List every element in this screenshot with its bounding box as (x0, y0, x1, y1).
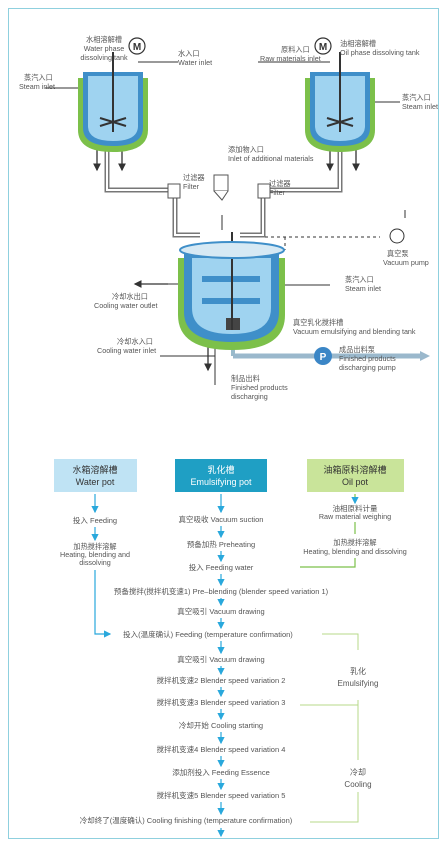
emulsify-pot-en: Emulsifying pot (190, 477, 252, 487)
water-pot-en: Water pot (76, 477, 115, 487)
oil-tank-cn: 油相溶解槽 (340, 39, 376, 48)
center-step-1: 预备加热 Preheating (187, 539, 255, 549)
filter-right-en: Filter (269, 188, 286, 197)
header-boxes (54, 459, 404, 492)
additional-cn: 添加物入口 (228, 145, 264, 154)
water-tank-cn: 水相溶解槽 (86, 35, 122, 44)
center-step-12: 搅拌机变速5 Blender speed variation 5 (157, 790, 286, 800)
cooling-en: Cooling (344, 780, 371, 789)
steam-mid-en: Steam inlet (345, 284, 381, 293)
steam-right-en: Steam inlet (402, 102, 438, 111)
raw-inlet-en: Raw materials inlet (260, 54, 321, 63)
cooling-out-en: Cooling water outlet (94, 301, 158, 310)
discharge-en2: discharging (231, 392, 268, 401)
motor-label-right: M (319, 42, 327, 53)
steam-mid-cn: 蒸汽入口 (345, 275, 374, 284)
cooling-in-en: Cooling water inlet (97, 346, 156, 355)
center-step-0: 真空吸收 Vacuum suction (179, 514, 264, 524)
discharge-en1: Finished products (231, 383, 288, 392)
vacuum-pump-en: Vacuum pump (383, 258, 429, 267)
vacuum-tank-cn: 真空乳化搅拌槽 (293, 318, 343, 327)
oil-pot-en: Oil pot (342, 477, 369, 487)
right-step-2: 加热搅拌溶解 (333, 538, 376, 547)
left-step-2: Heating, blending and (60, 550, 130, 559)
steam-right-cn: 蒸汽入口 (402, 93, 431, 102)
center-step-5: 投入(温度确认) Feeding (temperature confirmati… (123, 629, 293, 639)
left-step-0: 投入 Feeding (73, 515, 117, 525)
left-step-1: 加热搅拌溶解 (73, 542, 116, 551)
oil-pot-box (307, 459, 404, 492)
center-step-2: 投入 Feeding water (189, 562, 254, 572)
oil-pot-cn: 油箱原料溶解槽 (323, 464, 386, 475)
pump-label: P (320, 352, 327, 363)
filter-left-cn: 过滤器 (183, 173, 205, 182)
center-step-11: 添加剂投入 Feeding Essence (172, 767, 270, 777)
vacuum-tank-en: Vacuum emulsifying and blending tank (293, 327, 416, 336)
cooling-out-cn: 冷却水出口 (112, 292, 148, 301)
left-flow-arrows (91, 494, 112, 638)
pump-icon (314, 347, 332, 365)
cooling-in-cn: 冷却水入口 (117, 337, 153, 346)
water-tank-en1: Water phase (84, 44, 124, 53)
discharge-cn: 制品出料 (231, 374, 260, 383)
water-tank (78, 52, 148, 152)
center-step-13: 冷却终了(温度确认) Cooling finishing (temperatur… (80, 815, 293, 825)
right-step-3: Heating, blending and dissolving (303, 547, 407, 556)
water-pot-box (54, 459, 137, 492)
center-step-6: 真空吸引 Vacuum drawing (177, 654, 264, 664)
vacuum-pump-cn: 真空泵 (387, 249, 409, 258)
oil-tank-en: Oil phase dissolving tank (340, 48, 420, 57)
emulsify-pot-box (175, 459, 267, 492)
water-pot-cn: 水箱溶解槽 (72, 464, 117, 475)
vacuum-pump-icon (389, 210, 406, 244)
additional-en: Inlet of additional materials (228, 154, 314, 163)
cooling-cn: 冷却 (350, 767, 366, 777)
filter-right-cn: 过滤器 (269, 179, 291, 188)
filter-icon (167, 174, 271, 201)
center-step-8: 搅拌机变速3 Blender speed variation 3 (157, 697, 286, 707)
right-step-1: Raw material weighing (319, 512, 391, 521)
page-frame (8, 8, 439, 839)
emulsifying-cn: 乳化 (350, 666, 366, 676)
vacuum-tank (178, 232, 285, 350)
center-step-9: 冷却开始 Cooling starting (179, 720, 263, 730)
right-step-0: 油相原料计量 (333, 503, 378, 513)
oil-tank (305, 52, 375, 152)
motor-icon (128, 37, 332, 55)
water-inlet-en: Water inlet (178, 58, 212, 67)
right-flow-arrows (300, 494, 359, 568)
steam-left-cn: 蒸汽入口 (24, 73, 53, 82)
finished-pump-en1: Finished products (339, 354, 396, 363)
steam-left-en: Steam inlet (19, 82, 55, 91)
finished-pump-cn: 成品出料泵 (339, 345, 375, 354)
emulsifying-en: Emulsifying (338, 679, 379, 688)
raw-inlet-cn: 原料入口 (281, 45, 310, 54)
motor-label-left: M (133, 42, 141, 53)
center-step-4: 真空吸引 Vacuum drawing (177, 606, 264, 616)
emulsify-pot-cn: 乳化槽 (207, 464, 234, 475)
water-inlet-cn: 水入口 (178, 49, 200, 58)
water-tank-en2: dissolving tank (80, 53, 128, 62)
phase-brackets (300, 633, 359, 823)
finished-pump-en2: discharging pump (339, 363, 396, 372)
center-step-3: 预备搅拌(搅拌机变速1) Pre–blending (blender speed… (114, 586, 329, 596)
center-steps: 真空吸收 Vacuum suction 预备加热 Preheating 投入 F… (80, 514, 329, 825)
left-step-3: dissolving (79, 558, 111, 567)
filter-left-en: Filter (183, 182, 200, 191)
center-step-7: 搅拌机变速2 Blender speed variation 2 (157, 675, 286, 685)
drop-arrows (93, 150, 360, 372)
center-step-10: 搅拌机变速4 Blender speed variation 4 (157, 744, 286, 754)
